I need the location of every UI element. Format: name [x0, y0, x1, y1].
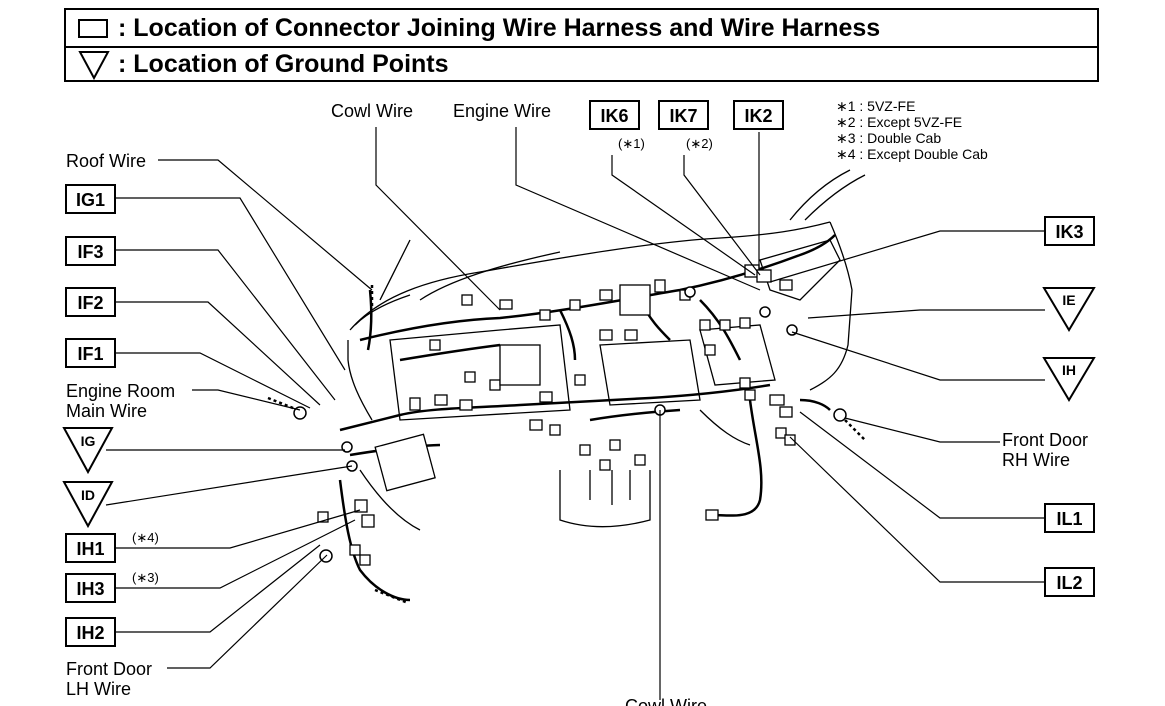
reference-marks: (∗1) (∗2) (∗4) (∗3): [132, 136, 713, 585]
ref-ik6: (∗1): [618, 136, 645, 151]
triangle-ie: [1042, 287, 1096, 332]
legend-ground-text: : Location of Ground Points: [118, 50, 449, 78]
box-ik6: [589, 100, 640, 130]
cowl-wire-top-label: Cowl Wire: [331, 101, 413, 121]
connector-square-icon: [78, 19, 108, 38]
box-ik3: [1044, 216, 1095, 246]
label-il2: IL2: [1056, 573, 1082, 593]
label-il1: IL1: [1056, 509, 1082, 529]
label-if2: IF2: [77, 293, 103, 313]
bolts: [293, 286, 847, 563]
note-4: ∗4 : Except Double Cab: [836, 146, 988, 162]
box-ig1: [65, 184, 116, 214]
triangle-id: [62, 481, 114, 529]
connector-boxes: IG1 IF3 IF2 IF1 IH1 IH3 IH2 IK6 IK7 IK2 …: [65, 100, 1095, 647]
legend-ground-row: : Location of Ground Points: [66, 46, 1097, 82]
front-door-lh-wire-label-2: LH Wire: [66, 679, 131, 699]
dashboard-outline: [347, 169, 866, 531]
label-if1: IF1: [77, 344, 103, 364]
box-if3: [65, 236, 116, 266]
connectors-small: [317, 264, 796, 566]
label-ik6: IK6: [600, 106, 628, 126]
box-ih1: [65, 533, 116, 563]
triangle-ig: [62, 427, 114, 475]
leader-lines: [105, 127, 1045, 700]
legend-connector-row: : Location of Connector Joining Wire Har…: [66, 10, 1097, 48]
legend-header: : Location of Connector Joining Wire Har…: [64, 8, 1099, 82]
legend-connector-text: : Location of Connector Joining Wire Har…: [118, 14, 881, 42]
label-ik7: IK7: [669, 106, 697, 126]
front-door-rh-wire-label-2: RH Wire: [1002, 450, 1070, 470]
label-ik2: IK2: [744, 106, 772, 126]
triangle-ih: [1042, 357, 1096, 402]
ground-triangles: IG ID IE IH: [62, 287, 1096, 529]
label-ig1: IG1: [76, 190, 105, 210]
cowl-wire-bottom-label: Cowl Wire: [625, 696, 707, 706]
ground-triangle-icon: [78, 51, 110, 81]
notes-block: ∗1 : 5VZ-FE ∗2 : Except 5VZ-FE ∗3 : Doub…: [836, 98, 988, 162]
box-ih3: [65, 573, 116, 603]
label-ig: IG: [81, 433, 96, 449]
front-door-lh-wire-label-1: Front Door: [66, 659, 152, 679]
wire-bundles: [338, 234, 836, 602]
box-il2: [1044, 567, 1095, 597]
box-ih2: [65, 617, 116, 647]
wire-names: Roof Wire Cowl Wire Engine Wire Engine R…: [66, 101, 1088, 706]
label-ik3: IK3: [1055, 222, 1083, 242]
label-id: ID: [81, 487, 95, 503]
note-3: ∗3 : Double Cab: [836, 130, 941, 146]
box-il1: [1044, 503, 1095, 533]
engine-room-main-wire-label-1: Engine Room: [66, 381, 175, 401]
label-if3: IF3: [77, 242, 103, 262]
box-ik2: [733, 100, 784, 130]
roof-wire-label: Roof Wire: [66, 151, 146, 171]
ref-ik7: (∗2): [686, 136, 713, 151]
label-ih3: IH3: [76, 579, 104, 599]
note-1: ∗1 : 5VZ-FE: [836, 98, 915, 114]
label-ih1: IH1: [76, 539, 104, 559]
label-ih2: IH2: [76, 623, 104, 643]
engine-wire-label: Engine Wire: [453, 101, 551, 121]
box-if2: [65, 287, 116, 317]
ref-ih3: (∗3): [132, 570, 159, 585]
label-ie: IE: [1062, 292, 1075, 308]
note-2: ∗2 : Except 5VZ-FE: [836, 114, 962, 130]
engine-room-main-wire-label-2: Main Wire: [66, 401, 147, 421]
label-ih: IH: [1062, 362, 1076, 378]
front-door-rh-wire-label-1: Front Door: [1002, 430, 1088, 450]
box-ik7: [658, 100, 709, 130]
ref-ih1: (∗4): [132, 530, 159, 545]
box-if1: [65, 338, 116, 368]
